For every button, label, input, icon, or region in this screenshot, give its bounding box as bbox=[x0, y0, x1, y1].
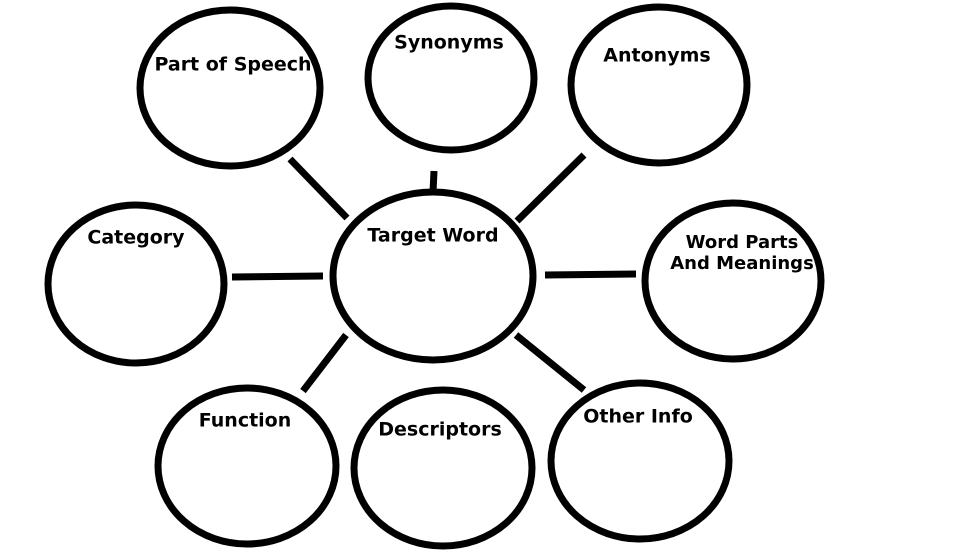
antonyms-ellipse[interactable] bbox=[567, 3, 751, 167]
word-parts-and-meanings-ellipse[interactable] bbox=[641, 199, 825, 363]
node-synonyms[interactable]: Synonyms bbox=[364, 2, 538, 154]
node-descriptors[interactable]: Descriptors bbox=[350, 386, 536, 550]
category-ellipse[interactable] bbox=[44, 201, 228, 367]
connector-part-of-speech bbox=[287, 156, 350, 221]
connector-word-parts bbox=[544, 270, 637, 279]
connector-function bbox=[300, 332, 349, 394]
target-word-ellipse[interactable] bbox=[329, 188, 537, 364]
target-word-label: Target Word bbox=[367, 225, 498, 247]
category-label: Category bbox=[87, 227, 185, 249]
function-label: Function bbox=[199, 410, 292, 432]
synonyms-ellipse[interactable] bbox=[364, 2, 538, 154]
center-node-target-word[interactable]: Target Word bbox=[329, 188, 537, 364]
connector-category bbox=[231, 272, 324, 281]
node-other-info[interactable]: Other Info bbox=[547, 379, 733, 543]
descriptors-label: Descriptors bbox=[378, 419, 502, 441]
node-function[interactable]: Function bbox=[154, 384, 340, 548]
descriptors-ellipse[interactable] bbox=[350, 386, 536, 550]
function-ellipse[interactable] bbox=[154, 384, 340, 548]
node-part-of-speech[interactable]: Part of Speech bbox=[136, 6, 324, 170]
node-antonyms[interactable]: Antonyms bbox=[567, 3, 751, 167]
antonyms-label: Antonyms bbox=[603, 45, 710, 67]
node-category[interactable]: Category bbox=[44, 201, 228, 367]
synonyms-label: Synonyms bbox=[394, 32, 504, 54]
other-info-label: Other Info bbox=[583, 406, 693, 428]
part-of-speech-label: Part of Speech bbox=[154, 54, 311, 76]
other-info-ellipse[interactable] bbox=[547, 379, 733, 543]
connector-antonyms bbox=[514, 152, 587, 224]
connector-layer bbox=[231, 152, 637, 410]
part-of-speech-ellipse[interactable] bbox=[136, 6, 324, 170]
connector-other-info bbox=[513, 332, 587, 393]
connector-synonyms bbox=[429, 170, 438, 193]
